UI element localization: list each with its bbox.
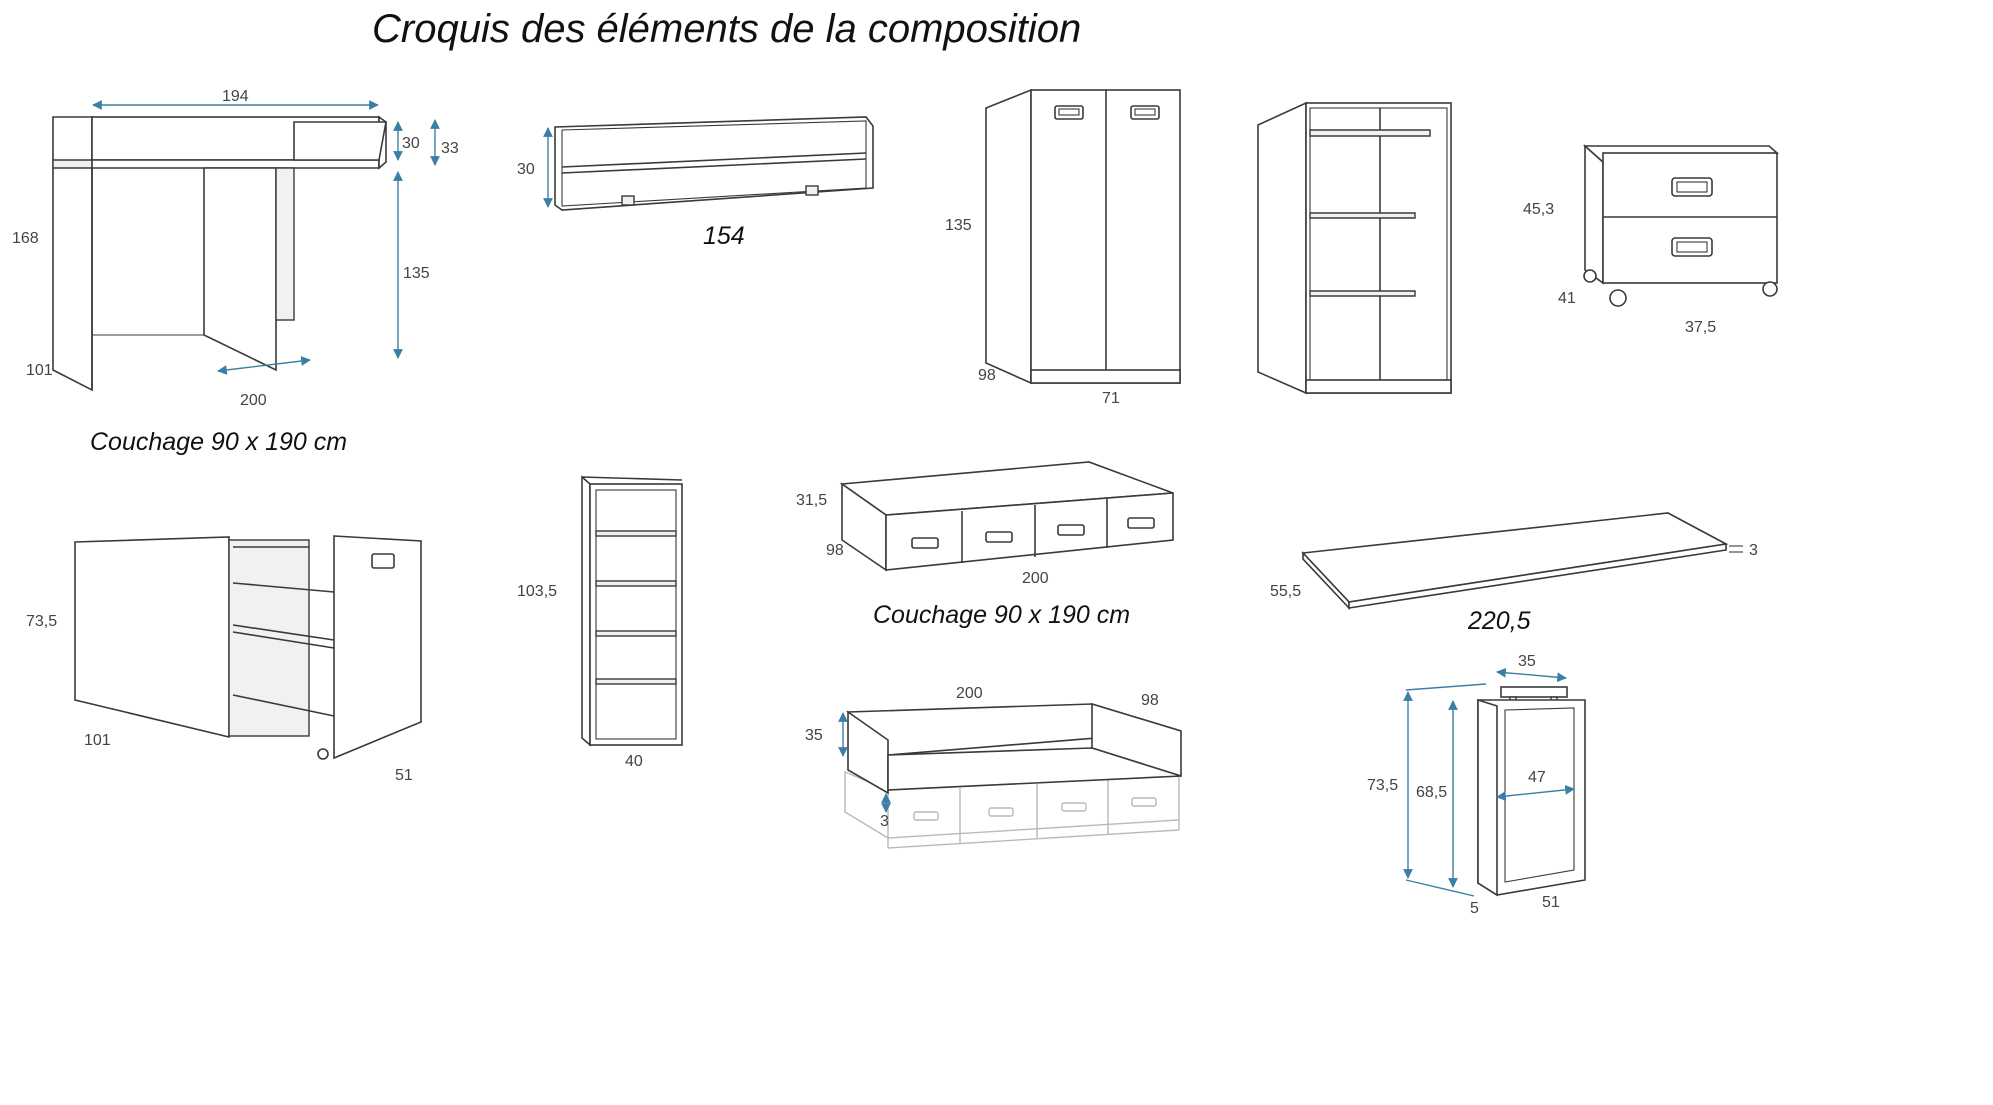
desk-top: 55,5 3 220,5 bbox=[1270, 512, 1758, 635]
dim-height: 103,5 bbox=[517, 583, 557, 600]
wardrobe-closed: 135 98 71 bbox=[945, 88, 1181, 407]
dim-rail-inner: 30 bbox=[402, 135, 420, 152]
dim-length: 200 bbox=[1022, 570, 1049, 587]
dim-length: 200 bbox=[240, 392, 267, 409]
dim-foot: 5 bbox=[1470, 900, 1479, 917]
dim-thickness: 3 bbox=[1749, 542, 1758, 559]
dim-depth: 55,5 bbox=[1270, 583, 1301, 600]
dim-height: 135 bbox=[945, 217, 972, 234]
sofa-bed: 200 98 35 3 bbox=[805, 685, 1182, 849]
dim-height: 73,5 bbox=[26, 613, 57, 630]
dim-total-height: 168 bbox=[12, 230, 39, 247]
pullout-desk: 73,5 101 51 bbox=[26, 535, 422, 784]
dim-inner-width: 47 bbox=[1528, 769, 1546, 786]
dim-width: 37,5 bbox=[1685, 319, 1716, 336]
dim-depth: 51 bbox=[1542, 894, 1560, 911]
dim-width: 71 bbox=[1102, 390, 1120, 407]
trundle-bed: 31,5 98 200 bbox=[796, 461, 1174, 587]
mezzanine-desk: 194 30 33 168 135 200 101 bbox=[12, 88, 459, 409]
dim-height: 30 bbox=[517, 161, 535, 178]
desk-leg: 35 73,5 68,5 47 5 51 bbox=[1367, 653, 1586, 917]
dim-width: 40 bbox=[625, 753, 643, 770]
caption-bed-2: Couchage 90 x 190 cm bbox=[873, 601, 1130, 629]
wall-shelf: 30 154 bbox=[517, 116, 874, 250]
page-title: Croquis des éléments de la composition bbox=[372, 7, 1081, 51]
dim-length: 154 bbox=[703, 222, 745, 250]
dim-depth: 41 bbox=[1558, 290, 1576, 307]
dim-depth: 98 bbox=[826, 542, 844, 559]
bookcase: 103,5 40 bbox=[517, 475, 683, 770]
dim-top-width: 35 bbox=[1518, 653, 1536, 670]
dim-depth: 51 bbox=[395, 767, 413, 784]
dim-length: 200 bbox=[956, 685, 983, 702]
dim-length: 101 bbox=[84, 732, 111, 749]
dim-depth: 98 bbox=[978, 367, 996, 384]
dim-total-height: 73,5 bbox=[1367, 777, 1398, 794]
dim-offset: 3 bbox=[880, 813, 889, 830]
dim-rail-outer: 33 bbox=[441, 140, 459, 157]
dim-height: 45,3 bbox=[1523, 201, 1554, 218]
dim-under-height: 135 bbox=[403, 265, 430, 282]
dim-height: 35 bbox=[805, 727, 823, 744]
wardrobe-open bbox=[1257, 101, 1452, 395]
caption-bed-1: Couchage 90 x 190 cm bbox=[90, 428, 347, 456]
dim-width: 194 bbox=[222, 88, 249, 105]
dim-inner-height: 68,5 bbox=[1416, 784, 1447, 801]
dim-depth: 98 bbox=[1141, 692, 1159, 709]
dim-height: 31,5 bbox=[796, 492, 827, 509]
dim-length: 220,5 bbox=[1467, 607, 1531, 635]
dim-depth: 101 bbox=[26, 362, 53, 379]
nightstand: 45,3 41 37,5 bbox=[1523, 144, 1780, 336]
